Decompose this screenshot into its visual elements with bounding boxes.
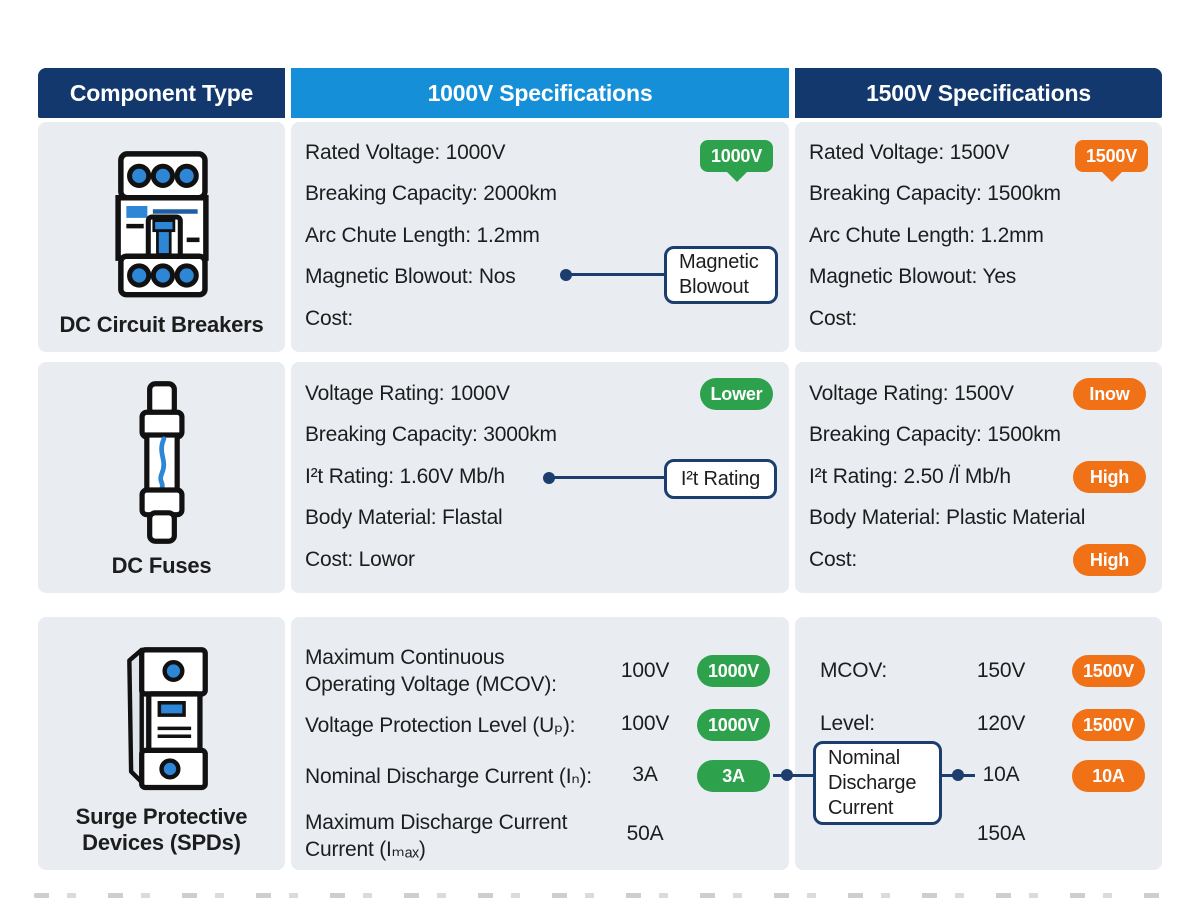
current-badge-3a: 3A	[697, 760, 770, 792]
callout-connector-dot	[560, 269, 572, 281]
fuse-icon	[124, 362, 200, 553]
rating-badge-lower: Lower	[700, 378, 773, 410]
component-label: Surge Protective Devices (SPDs)	[75, 804, 248, 855]
spec-label: Nominal Discharge Current (Iₙ):	[305, 765, 592, 788]
spec-line: Arc Chute Length: 1.2mm	[809, 223, 1044, 247]
circuit-breaker-icon	[98, 122, 226, 312]
voltage-badge-1000v: 1000V	[697, 655, 770, 687]
specs-1500v-circuit-breakers: Rated Voltage: 1500V Breaking Capacity: …	[795, 122, 1162, 352]
spec-value: 3A	[632, 763, 658, 786]
specs-1000v-spds: Maximum Continuous Operating Voltage (MC…	[291, 617, 789, 870]
spec-value: 120V	[976, 712, 1026, 735]
spec-label: Level:	[820, 712, 875, 735]
component-label: DC Fuses	[111, 553, 212, 578]
spec-line: Breaking Capacity: 2000km	[305, 182, 557, 206]
spec-line: Breaking Capacity: 1500km	[809, 423, 1061, 447]
callout-connector-line	[773, 774, 815, 777]
spec-value: 150A	[976, 822, 1026, 845]
spec-line: Magnetic Blowout: Yes	[809, 265, 1017, 289]
spec-line: Breaking Capacity: 3000km	[305, 423, 557, 447]
spd-icon	[102, 617, 222, 804]
rating-badge-inow: Inow	[1073, 378, 1146, 410]
component-cell-spds: Surge Protective Devices (SPDs)	[38, 617, 285, 870]
header-component-type: Component Type	[38, 68, 285, 118]
specs-1000v-circuit-breakers: Rated Voltage: 1000V Breaking Capacity: …	[291, 122, 789, 352]
spec-line: Voltage Rating: 1500V	[809, 382, 1014, 405]
spec-value: 100V	[620, 659, 670, 682]
spec-value: 150V	[976, 659, 1026, 682]
spec-label: Voltage Protection Level (Uₚ):	[305, 714, 576, 737]
callout-i2t-rating: I²t Rating	[664, 459, 777, 499]
spec-value: 50A	[626, 822, 664, 845]
spec-value: 10A	[982, 763, 1020, 786]
header-1500v-specifications: 1500V Specifications	[795, 68, 1162, 118]
callout-nominal-discharge-current: Nominal Discharge Current	[813, 741, 942, 825]
component-cell-dc-fuses: DC Fuses	[38, 362, 285, 593]
spec-line: Body Material: Plastic Material	[809, 506, 1086, 530]
spec-line: Magnetic Blowout: Nos	[305, 265, 516, 289]
spec-line: Cost: Lowor	[305, 547, 415, 571]
voltage-badge-1000v: 1000V	[697, 709, 770, 741]
callout-connector-dot	[952, 769, 964, 781]
callout-connector-dot	[781, 769, 793, 781]
callout-connector-dot	[543, 472, 555, 484]
voltage-badge-1500v: 1500V	[1072, 709, 1145, 741]
spec-line: I²t Rating: 2.50 /l̈ Mb/h	[809, 464, 1011, 488]
spec-label: Maximum Continuous Operating Voltage (MC…	[305, 646, 557, 696]
rating-badge-high: High	[1073, 461, 1146, 493]
spec-line: Body Material: Flastal	[305, 506, 503, 530]
callout-magnetic-blowout: Magnetic Blowout	[664, 246, 778, 304]
spec-line: Cost:	[809, 547, 858, 571]
spec-line: Voltage Rating: 1000V	[305, 382, 510, 405]
spec-line: Cost:	[305, 306, 354, 330]
voltage-badge-1500v: 1500V	[1072, 655, 1145, 687]
callout-connector-line	[549, 476, 666, 479]
spec-line: Breaking Capacity: 1500km	[809, 182, 1061, 206]
spec-line: Arc Chute Length: 1.2mm	[305, 223, 540, 247]
specs-1000v-dc-fuses: Voltage Rating: 1000V Breaking Capacity:…	[291, 362, 789, 593]
spec-value: 100V	[620, 712, 670, 735]
callout-connector-line	[566, 273, 666, 276]
voltage-badge-1500v: 1500V	[1075, 140, 1148, 172]
cutoff-text-strip	[34, 893, 1166, 898]
component-cell-circuit-breakers: DC Circuit Breakers	[38, 122, 285, 352]
component-label: DC Circuit Breakers	[59, 312, 264, 337]
spec-label: MCOV:	[820, 659, 888, 682]
spec-line: Rated Voltage: 1000V	[305, 141, 506, 164]
header-1000v-specifications: 1000V Specifications	[291, 68, 789, 118]
voltage-badge-1000v: 1000V	[700, 140, 773, 172]
rating-badge-high: High	[1073, 544, 1146, 576]
spec-line: I²t Rating: 1.60V Mb/h	[305, 464, 505, 488]
spec-line: Cost:	[809, 306, 858, 330]
specs-1500v-dc-fuses: Voltage Rating: 1500V Breaking Capacity:…	[795, 362, 1162, 593]
current-badge-10a: 10A	[1072, 760, 1145, 792]
spec-line: Rated Voltage: 1500V	[809, 141, 1010, 164]
spec-label: Maximum Discharge Current Current (Iₘₐₓ)	[305, 811, 568, 861]
